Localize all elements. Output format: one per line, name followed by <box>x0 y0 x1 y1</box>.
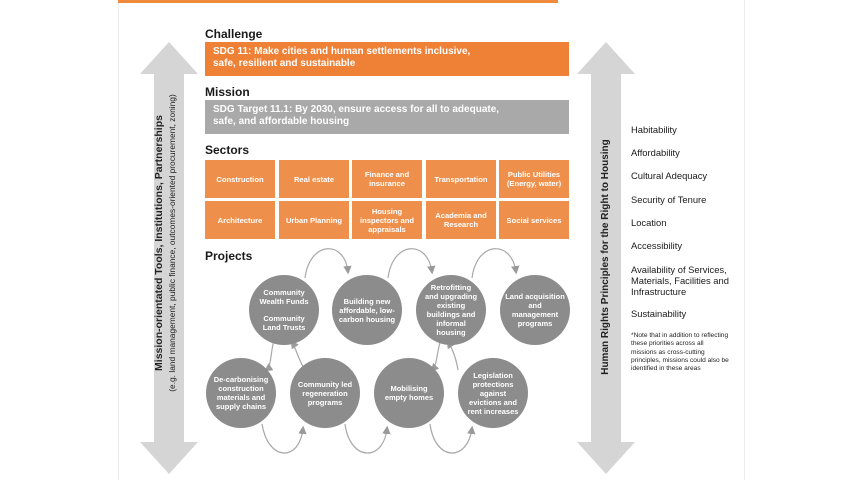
project-circle: Legislation protections against eviction… <box>458 358 528 428</box>
challenge-heading: Challenge <box>205 27 263 41</box>
projects-heading: Projects <box>205 249 253 263</box>
left-double-arrow <box>140 42 198 474</box>
principle-item: Security of Tenure <box>631 194 707 205</box>
sector-cell: Social services <box>499 201 569 239</box>
project-circle: Community led regeneration programs <box>290 358 360 428</box>
title-bar-fragment <box>118 0 558 3</box>
mission-bar: SDG Target 11.1: By 2030, ensure access … <box>205 100 569 134</box>
project-label: Community Wealth Funds <box>259 288 309 306</box>
sector-cell: Architecture <box>205 201 275 239</box>
mission-heading: Mission <box>205 85 250 99</box>
left-arrow-subtitle: (e.g. land management, public finance, o… <box>167 94 177 392</box>
sector-cell: Academia and Research <box>426 201 496 239</box>
project-label: Community led regeneration programs <box>297 379 353 407</box>
project-label: Mobilising empty homes <box>384 384 434 402</box>
principles-note: *Note that in addition to reflecting the… <box>631 332 729 373</box>
project-label: Legislation protections against eviction… <box>467 370 519 416</box>
project-circle: Building new affordable, low-carbon hous… <box>332 275 402 345</box>
project-label: Retrofitting and upgrading existing buil… <box>424 283 478 337</box>
project-circle: Mobilising empty homes <box>374 358 444 428</box>
principle-item: Location <box>631 217 667 228</box>
principle-item: Accessibility <box>631 240 683 251</box>
sector-cell: Real estate <box>279 160 349 198</box>
right-arrow-label: Human Rights Principles for the Right to… <box>600 139 611 375</box>
project-circle: Land acquisition and management programs <box>500 275 570 345</box>
sector-cell: Public Utilities (Energy, water) <box>499 160 569 198</box>
mission-text-line2: safe, and affordable housing <box>213 116 350 127</box>
project-label: Building new affordable, low-carbon hous… <box>338 296 396 324</box>
project-label: De-carbonising construction materials an… <box>213 375 269 411</box>
project-circle: De-carbonising construction materials an… <box>206 358 276 428</box>
principle-item: Affordability <box>631 147 680 158</box>
sector-cell: Transportation <box>426 160 496 198</box>
sector-cell: Construction <box>205 160 275 198</box>
project-circle: Retrofitting and upgrading existing buil… <box>416 275 486 345</box>
mission-text-line1: SDG Target 11.1: By 2030, ensure access … <box>213 104 500 115</box>
project-circle: Community Wealth Funds Community Land Tr… <box>249 275 319 345</box>
challenge-text-line2: safe, resilient and sustainable <box>213 58 356 69</box>
project-label: Land acquisition and management programs <box>505 292 565 328</box>
challenge-text-line1: SDG 11: Make cities and human settlement… <box>213 46 471 57</box>
principle-item: Sustainability <box>631 308 687 319</box>
sector-cell: Finance and insurance <box>352 160 422 198</box>
left-arrow-label: Mission-orientated Tools, Institutions, … <box>152 28 186 458</box>
sector-cell: Urban Planning <box>279 201 349 239</box>
project-label: Community Land Trusts <box>262 314 306 332</box>
challenge-bar: SDG 11: Make cities and human settlement… <box>205 42 569 76</box>
sector-cell: Housing inspectors and appraisals <box>352 201 422 239</box>
principle-item: Cultural Adequacy <box>631 170 708 181</box>
principle-item: Availability of Services, Materials, Fac… <box>631 264 729 297</box>
principle-item: Habitability <box>631 124 677 135</box>
sectors-heading: Sectors <box>205 143 250 157</box>
left-arrow-title: Mission-orientated Tools, Institutions, … <box>153 115 165 371</box>
right-double-arrow <box>577 42 635 474</box>
